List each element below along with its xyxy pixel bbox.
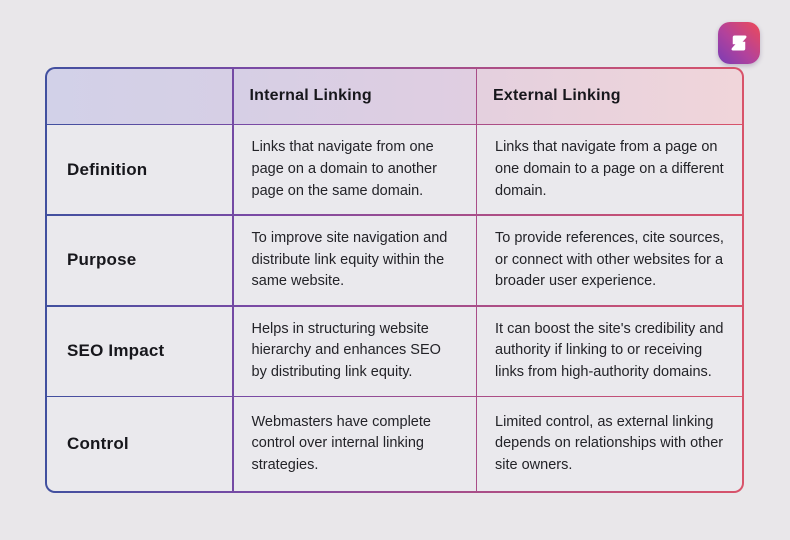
cell-control-internal: Webmasters have complete control over in…	[233, 397, 476, 491]
cell-seo-impact-external: It can boost the site's credibility and …	[477, 306, 742, 396]
cell-control-external: Limited control, as external linking dep…	[477, 397, 742, 491]
s-brand-logo	[718, 22, 760, 64]
header-external-linking: External Linking	[477, 69, 742, 124]
cell-seo-impact-internal: Helps in structuring website hierarchy a…	[233, 306, 476, 396]
cell-definition-external: Links that navigate from a page on one d…	[477, 125, 742, 215]
cell-purpose-external: To provide references, cite sources, or …	[477, 215, 742, 306]
row-label-definition: Definition	[47, 125, 232, 215]
comparison-table: Internal Linking External Linking Defini…	[45, 67, 744, 493]
cell-purpose-internal: To improve site navigation and distribut…	[233, 215, 476, 306]
cell-definition-internal: Links that navigate from one page on a d…	[233, 125, 476, 215]
header-spacer-cell	[47, 69, 232, 124]
s-glyph-icon	[731, 35, 747, 51]
header-internal-linking: Internal Linking	[233, 69, 476, 124]
row-label-seo-impact: SEO Impact	[47, 306, 232, 396]
row-label-purpose: Purpose	[47, 215, 232, 306]
row-label-control: Control	[47, 397, 232, 491]
